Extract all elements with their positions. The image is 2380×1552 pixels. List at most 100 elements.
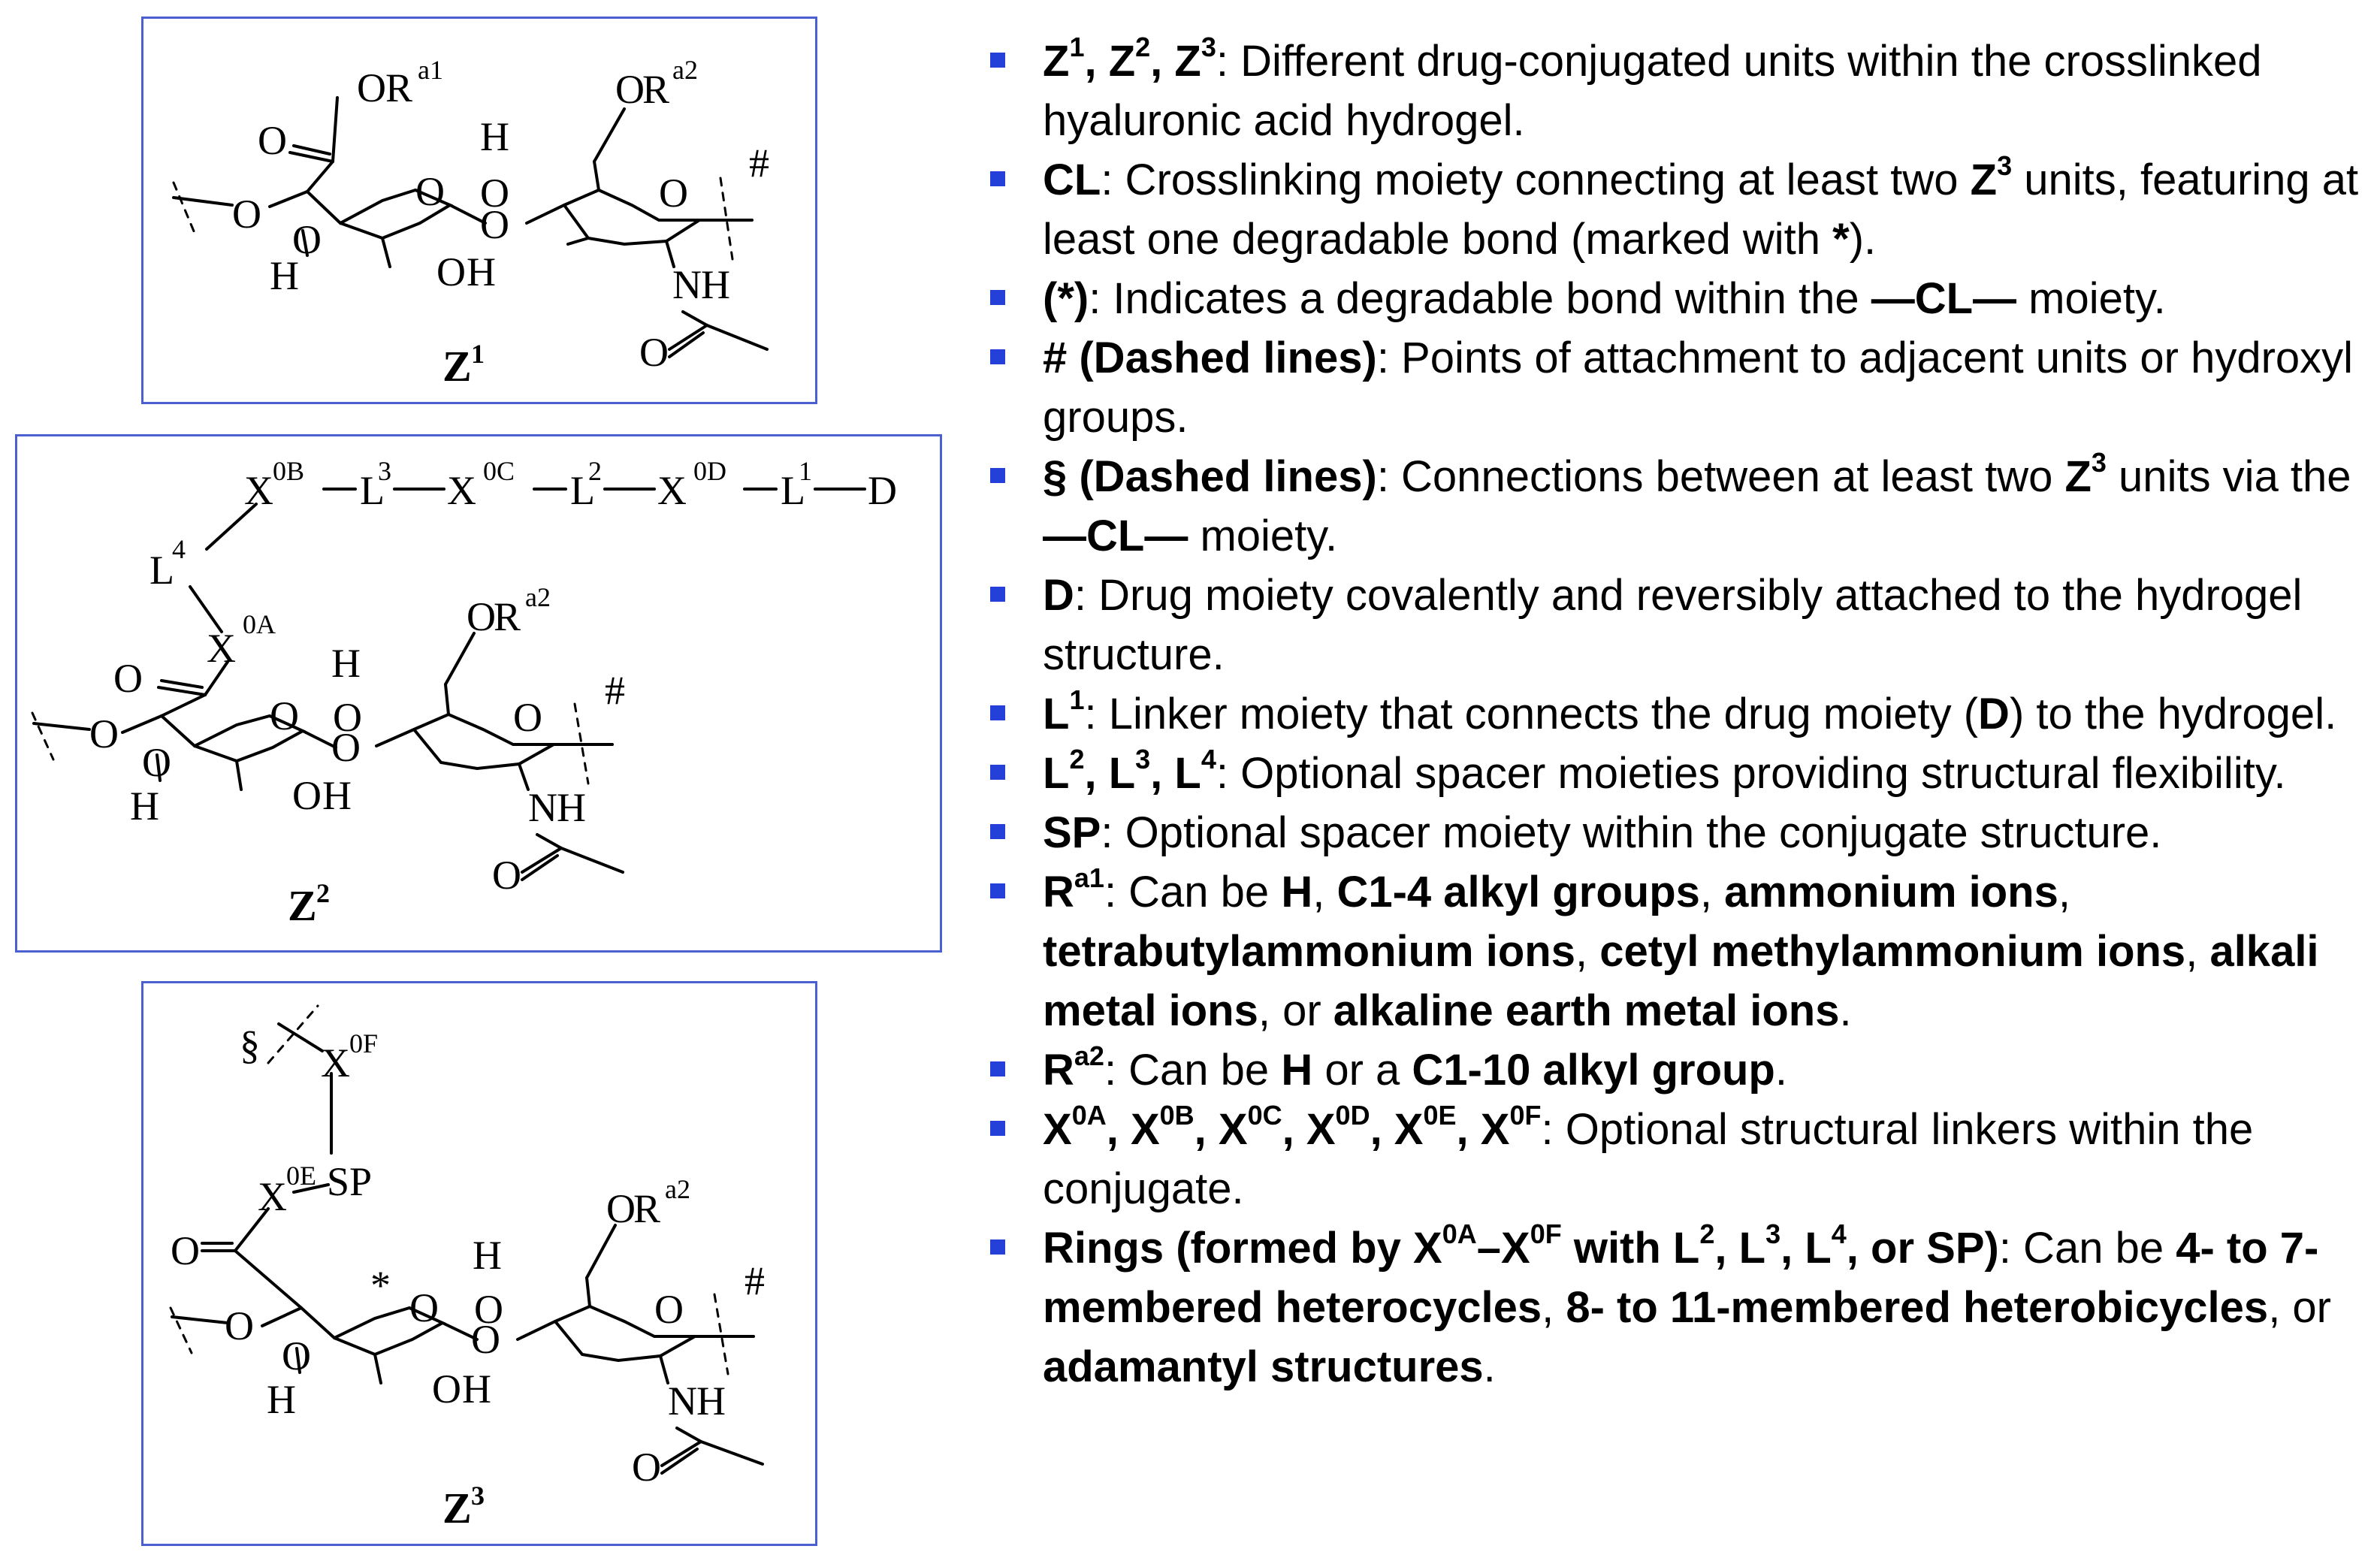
structure-label-superscript: 3	[471, 1481, 485, 1511]
bond	[659, 1354, 669, 1384]
atom-x: X	[244, 468, 273, 513]
bond	[160, 679, 204, 689]
bold-term: SP	[1043, 808, 1101, 857]
atom-r: R	[494, 594, 521, 639]
atom-o: O	[480, 171, 509, 216]
bond	[160, 693, 207, 717]
structure-z1-drawing: O O O R a1 O O O H O H H O O R a2 O # N …	[172, 55, 769, 391]
bond	[660, 1448, 699, 1475]
bold-term: 8- to 11-membered heterobicycles	[1566, 1283, 2269, 1332]
bold-term: –X	[1476, 1224, 1530, 1273]
x-superscript: 0E	[286, 1161, 316, 1191]
bold-term: cetyl methylammonium ions	[1599, 927, 2186, 976]
atom-o: O	[357, 65, 386, 110]
superscript-text: 3	[1997, 150, 2013, 181]
bond	[301, 229, 309, 257]
structure-z3-drawing: § X 0F X 0E SP O O * O O O H O H H O O R…	[169, 1004, 765, 1532]
atom-o: O	[333, 695, 362, 740]
bond	[32, 722, 91, 731]
bond	[585, 1276, 591, 1308]
atom-o: O	[331, 725, 361, 770]
superscript-text: 0A	[1071, 1100, 1107, 1131]
definition-text: ,	[1575, 927, 1600, 976]
definition-item: X0A, X0B, X0C, X0D, X0E, X0F: Optional s…	[977, 1100, 2374, 1218]
structure-label-superscript: 2	[316, 878, 330, 908]
bond	[205, 503, 258, 551]
structure-z2-drawing: X 0B L 3 X 0C L 2 X 0D L 1 D L 4 X 0A O …	[31, 456, 897, 930]
bold-term: , L	[1714, 1224, 1766, 1273]
definition-text: moiety.	[2016, 274, 2166, 323]
bond	[306, 160, 334, 193]
bold-term: Rings (formed by X	[1043, 1224, 1442, 1273]
atom-h: H	[462, 1366, 491, 1412]
bond	[301, 729, 337, 749]
bold-term: , X	[1370, 1105, 1424, 1154]
superscript-text: 4	[1201, 744, 1216, 774]
atom-o: O	[89, 711, 119, 756]
bold-term: H	[1281, 868, 1313, 916]
atom-sp: SP	[327, 1159, 372, 1204]
bold-term: , L	[1780, 1224, 1832, 1273]
bond	[381, 237, 391, 268]
atom-h: H	[557, 785, 586, 830]
atom-h: H	[467, 249, 496, 294]
bond	[699, 1440, 764, 1466]
ring1-bonds	[261, 1306, 446, 1357]
bond	[660, 1440, 702, 1467]
structure-label: Z	[442, 342, 472, 391]
bond	[560, 847, 624, 874]
superscript-text: 4	[1831, 1218, 1847, 1249]
atom-o: O	[480, 202, 509, 247]
right-dashed-bond	[713, 1293, 729, 1375]
atom-l: L	[150, 548, 174, 593]
bond	[593, 160, 600, 192]
left-dashed-bond	[31, 711, 55, 761]
structure-z2-panel: X 0B L 3 X 0C L 2 X 0D L 1 D L 4 X 0A O …	[15, 434, 942, 953]
atom-h: H	[270, 253, 299, 298]
definition-item: L1: Linker moiety that connects the drug…	[977, 684, 2374, 744]
bold-term: L	[1043, 690, 1070, 738]
bond	[331, 96, 339, 163]
bold-term: alkaline earth metal ions	[1333, 986, 1840, 1035]
bold-term: D	[1043, 571, 1074, 620]
atom-n: N	[672, 262, 702, 307]
x-superscript: 0D	[693, 456, 726, 486]
bold-term: # (Dashed lines)	[1043, 334, 1377, 382]
bold-term: —CL—	[1871, 274, 2017, 323]
definition-text: : Crosslinking moiety connecting at leas…	[1101, 156, 1971, 204]
definition-item: Rings (formed by X0A–X0F with L2, L3, L4…	[977, 1218, 2374, 1396]
definition-text: ,	[1542, 1283, 1566, 1332]
bold-term: R	[1043, 1046, 1074, 1095]
atom-h: H	[331, 641, 361, 686]
definition-text: .	[1839, 986, 1852, 1035]
definition-text: .	[1483, 1342, 1496, 1391]
bond	[292, 144, 331, 156]
atom-o: O	[232, 192, 261, 237]
definition-text: : Indicates a degradable bond within the	[1089, 274, 1871, 323]
bold-term: Z	[2064, 452, 2092, 501]
definition-text: : Optional structural linkers within the…	[1043, 1105, 2254, 1213]
bold-term: Z	[1970, 156, 1998, 204]
star-marker: *	[370, 1263, 391, 1308]
bond	[566, 237, 590, 246]
atom-o: O	[292, 217, 322, 262]
atom-o: O	[474, 1287, 503, 1332]
bullet-icon	[990, 468, 1005, 483]
bold-term: alkali metal ions	[1043, 927, 2319, 1035]
atom-n: N	[668, 1378, 697, 1424]
structure-label: Z	[442, 1484, 472, 1532]
superscript-text: a1	[1074, 862, 1104, 893]
superscript-text: 1	[1069, 684, 1085, 715]
atom-o: O	[606, 1186, 636, 1231]
bond	[521, 847, 563, 874]
atom-h: H	[696, 1378, 726, 1424]
definition-item: CL: Crosslinking moiety connecting at le…	[977, 150, 2374, 269]
bold-term: , X	[1194, 1105, 1248, 1154]
superscript-text: 2	[1069, 744, 1085, 774]
superscript-text: 0C	[1247, 1100, 1282, 1131]
bond	[235, 759, 243, 791]
l-superscript: 4	[172, 534, 186, 564]
bold-term: ammonium ions	[1724, 868, 2058, 916]
bold-term: , X	[1456, 1105, 1510, 1154]
bond	[705, 324, 769, 351]
